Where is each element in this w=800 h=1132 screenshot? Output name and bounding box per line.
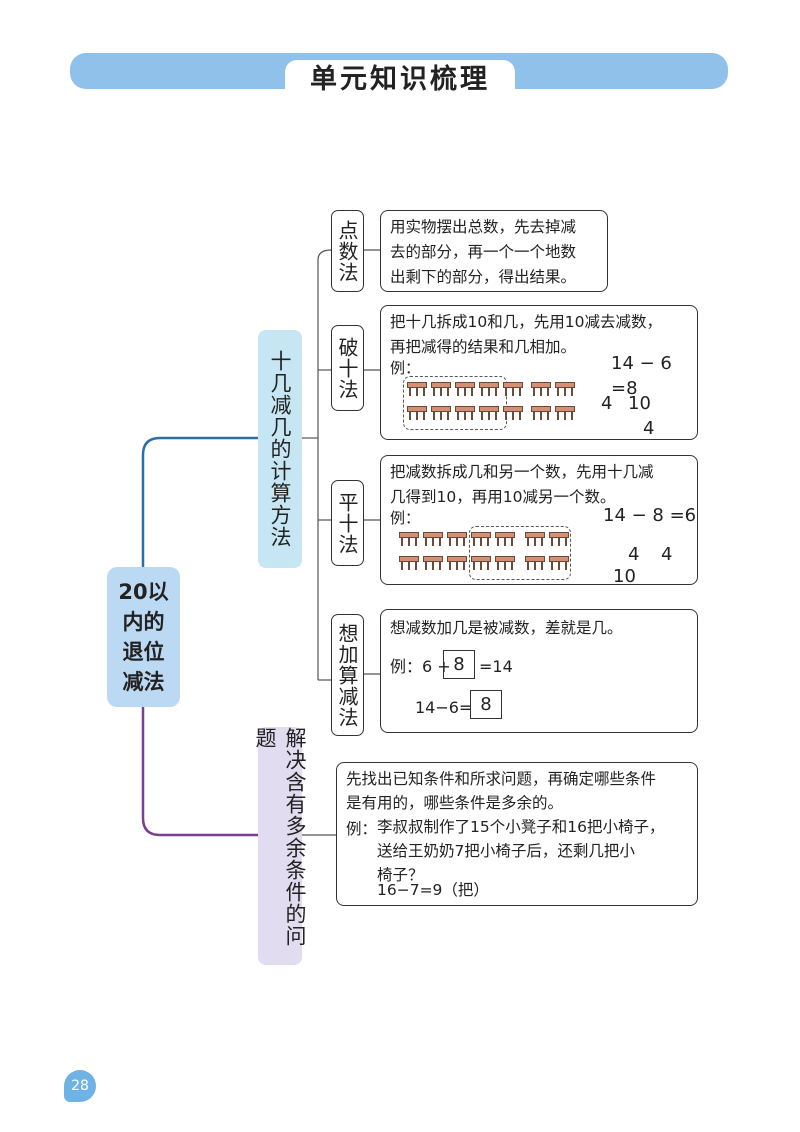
description-line: 先找出已知条件和所求问题，再确定哪些条件 [346, 770, 657, 788]
example-equation-prefix: 14−6= [415, 698, 473, 717]
root-line: 20以 [118, 580, 169, 604]
equation: 14 − 6 =8 [611, 353, 672, 399]
root-line: 内的 [122, 610, 165, 634]
description-line: 再把减得的结果和几相加。 [390, 338, 577, 356]
desk-icon [555, 406, 575, 420]
desk-icon [455, 406, 475, 420]
desk-icon [407, 406, 427, 420]
example-label: 例： [390, 359, 421, 377]
subtract-group-outline [469, 526, 571, 580]
add-to-subtract-box: 想减数加几是被减数，差就是几。 例：6 + 8 =14 14−6= 8 [380, 609, 698, 733]
level-ten-box: 把减数拆成几和另一个数，先用十几减 几得到10，再用10减另一个数。 例： 14… [380, 455, 698, 587]
desk-icon [503, 382, 523, 396]
desk-icon [399, 532, 419, 546]
split-left: 4 [601, 393, 613, 414]
root-line: 退位 [122, 640, 165, 664]
description-line: 出剩下的部分，得出结果。 [390, 268, 577, 286]
description-line: 想减数加几是被减数，差就是几。 [390, 619, 623, 637]
desk-icon [455, 382, 475, 396]
method-counting: 点数法 [331, 210, 364, 292]
split-right: 4 [661, 544, 673, 565]
method-label: 想加算减法 [335, 622, 359, 728]
branch-label: 解决含有多余条件的问题 [253, 727, 307, 947]
desk-icon [525, 532, 545, 546]
desk-icon [423, 532, 443, 546]
branch-calculation-methods: 十几减几的计算方法 [258, 330, 302, 568]
split-right: 10 [628, 393, 651, 414]
desk-icon [471, 532, 491, 546]
desk-icon [479, 406, 499, 420]
desk-icon [549, 556, 569, 570]
desk-icon [495, 556, 515, 570]
answer-box: 8 [470, 690, 502, 719]
example-line: 送给王奶奶7把小椅子后，还剩几把小 [377, 842, 635, 860]
desk-icon [531, 382, 551, 396]
description-line: 几得到10，再用10减另一个数。 [390, 488, 616, 506]
desk-icon [399, 556, 419, 570]
partial-result: 4 [643, 418, 655, 439]
method-label: 点数法 [335, 219, 359, 283]
desk-icon [431, 382, 451, 396]
description-line: 去的部分，再一个一个地数 [390, 243, 577, 261]
branch-label: 十几减几的计算方法 [268, 350, 292, 548]
equation: 14 − 8 =6 [603, 505, 697, 526]
example-label: 例： [390, 509, 421, 527]
desk-icon [471, 556, 491, 570]
description-line: 把十几拆成10和几，先用10减去减数， [390, 313, 662, 331]
example-line: 椅子？ [377, 866, 424, 884]
description-line: 是有用的，哪些条件是多余的。 [346, 794, 564, 812]
desk-icon [479, 382, 499, 396]
answer-box: 8 [443, 650, 475, 679]
desk-icon [555, 382, 575, 396]
split-left: 4 [628, 544, 640, 565]
desk-icon [549, 532, 569, 546]
desk-icon [495, 532, 515, 546]
break-ten-box: 把十几拆成10和几，先用10减去减数， 再把减得的结果和几相加。 例： 14 −… [380, 305, 698, 440]
desk-icon [447, 556, 467, 570]
desk-icon [447, 532, 467, 546]
page-title: 单元知识梳理 [285, 60, 515, 100]
desk-icon [431, 406, 451, 420]
example-equation-prefix: 例：6 + [390, 657, 451, 676]
method-label: 破十法 [335, 336, 359, 400]
method-level-ten: 平十法 [331, 480, 364, 566]
page-number: 28 [64, 1070, 96, 1102]
desk-icon [531, 406, 551, 420]
description-line: 把减数拆成几和另一个数，先用十几减 [390, 463, 654, 481]
partial-result: 10 [613, 566, 636, 587]
method-break-ten: 破十法 [331, 325, 364, 411]
ten-group-outline [403, 376, 507, 430]
desk-icon [525, 556, 545, 570]
extra-conditions-box: 先找出已知条件和所求问题，再确定哪些条件 是有用的，哪些条件是多余的。 例： 李… [336, 762, 698, 906]
desk-icon [503, 406, 523, 420]
counting-description-box: 用实物摆出总数，先去掉减 去的部分，再一个一个地数 出剩下的部分，得出结果。 [380, 210, 608, 292]
root-line: 减法 [122, 670, 165, 694]
desk-icon [423, 556, 443, 570]
example-line: 李叔叔制作了15个小凳子和16把小椅子， [377, 818, 665, 836]
example-answer: 16−7=9（把） [377, 881, 489, 899]
root-node: 20以 内的 退位 减法 [107, 567, 180, 707]
branch-extra-conditions: 解决含有多余条件的问题 [253, 727, 307, 965]
method-add-to-subtract: 想加算减法 [331, 614, 364, 736]
description-line: 用实物摆出总数，先去掉减 [390, 218, 577, 236]
example-equation-suffix: =14 [479, 657, 513, 676]
desk-icon [407, 382, 427, 396]
example-label: 例： [346, 820, 378, 838]
method-label: 平十法 [335, 491, 359, 555]
